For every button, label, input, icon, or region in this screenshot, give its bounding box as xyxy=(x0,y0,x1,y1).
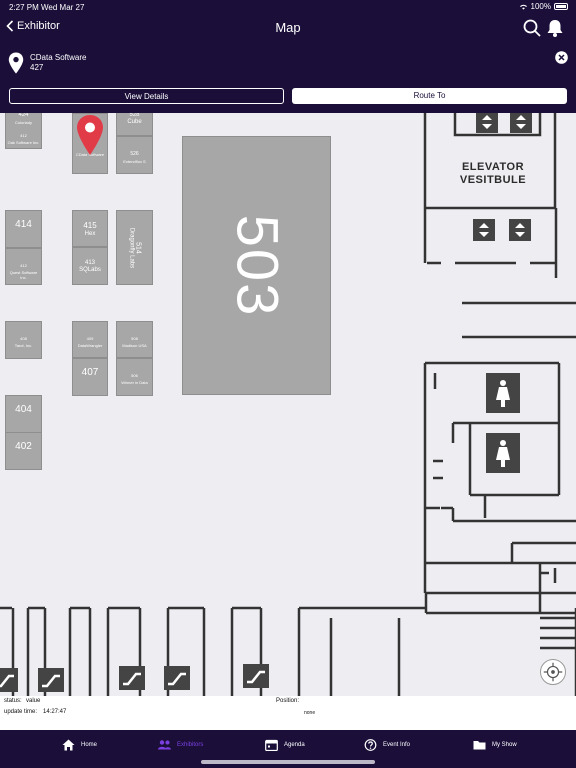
locate-me-icon[interactable] xyxy=(540,659,566,685)
escalator-icon xyxy=(243,664,269,688)
view-details-button[interactable]: View Details xyxy=(9,88,284,104)
chevron-left-icon xyxy=(6,20,14,32)
elevator-icon xyxy=(476,113,498,133)
tab-exhibitors[interactable]: Exhibitors xyxy=(158,739,203,751)
floor-map[interactable]: 424 Colorlady 412 Oak Software Inc. 427 … xyxy=(0,113,576,696)
folder-icon xyxy=(473,741,486,750)
booth[interactable]: 413 SQLabs xyxy=(72,247,108,285)
booth[interactable]: 415 Hex xyxy=(72,210,108,247)
status-label: status: xyxy=(4,698,22,704)
booth[interactable]: 412 Quest Software Inc. xyxy=(5,248,42,285)
tab-label: Home xyxy=(81,742,98,748)
booth[interactable]: 407 xyxy=(72,358,108,396)
elevator-icon xyxy=(473,219,495,241)
booth[interactable]: 409 DataWrangler xyxy=(72,321,108,358)
hall-503[interactable]: 503 xyxy=(182,136,331,395)
search-icon[interactable] xyxy=(522,18,542,38)
update-time-label: update time: xyxy=(4,709,38,715)
exhibitor-booth: 427 xyxy=(30,63,44,72)
floor-walls xyxy=(0,113,576,696)
battery-percent: 100% xyxy=(530,2,551,11)
calendar-icon xyxy=(265,739,278,751)
route-to-button[interactable]: Route To xyxy=(292,88,567,104)
status-value: value xyxy=(26,698,41,704)
tab-home[interactable]: Home xyxy=(62,739,97,751)
status-time: 2:27 PM xyxy=(9,3,39,12)
booth[interactable]: 514 Dragonfly Labs xyxy=(116,210,153,285)
update-time-value: 14:27:47 xyxy=(43,709,67,715)
back-button[interactable]: Exhibitor xyxy=(6,20,60,32)
booth[interactable]: 414 xyxy=(5,210,42,248)
elevator-icon xyxy=(509,219,531,241)
escalator-icon xyxy=(164,666,190,690)
exhibitor-info: CData Software 427 xyxy=(0,44,576,88)
page-title: Map xyxy=(275,20,301,35)
booth[interactable]: 404 xyxy=(5,395,42,433)
escalator-icon xyxy=(119,666,145,690)
tab-agenda[interactable]: Agenda xyxy=(265,739,305,751)
tab-event-info[interactable]: Event Info xyxy=(364,739,410,751)
position-value: none xyxy=(304,710,316,716)
tab-label: My Show xyxy=(492,742,517,748)
exhibitor-name: CData Software xyxy=(30,53,87,62)
escalator-icon xyxy=(38,668,64,692)
booth[interactable]: 408 Tarot, Inc. xyxy=(5,321,42,359)
booth[interactable]: 506 Winner in Data xyxy=(116,358,153,396)
wifi-icon xyxy=(519,4,527,10)
navigation-bar: Exhibitor Map xyxy=(0,14,576,44)
elevator-icon xyxy=(510,113,532,133)
elevator-vestibule-label: ELEVATOR VESITBULE xyxy=(459,161,527,186)
booth[interactable]: 528 Cube xyxy=(116,113,153,136)
map-pin-icon[interactable] xyxy=(75,114,105,156)
booth[interactable]: 424 Colorlady 412 Oak Software Inc. xyxy=(5,113,42,149)
status-date: Wed Mar 27 xyxy=(41,3,85,12)
restroom-women-icon xyxy=(486,373,520,413)
status-bar: 2:27 PM Wed Mar 27 100% xyxy=(0,0,576,14)
tab-label: Event Info xyxy=(383,742,411,748)
close-icon[interactable] xyxy=(555,51,568,64)
question-icon xyxy=(364,739,377,751)
back-button-label: Exhibitor xyxy=(17,20,60,32)
restroom-women-icon xyxy=(486,433,520,473)
people-icon xyxy=(158,740,171,750)
location-pin-icon xyxy=(8,52,24,74)
booth[interactable]: 402 xyxy=(5,432,42,470)
bell-icon[interactable] xyxy=(545,18,565,38)
home-icon xyxy=(62,739,75,751)
tab-my-show[interactable]: My Show xyxy=(473,739,517,751)
position-label: Position: xyxy=(276,698,300,704)
escalator-icon xyxy=(0,668,18,692)
booth[interactable]: 508 Madison USA xyxy=(116,321,153,358)
battery-icon xyxy=(554,3,568,10)
tab-label: Exhibitors xyxy=(177,742,204,748)
booth[interactable]: 526 Extendflux S xyxy=(116,136,153,174)
tab-label: Agenda xyxy=(284,742,305,748)
location-status-panel: status: value update time: 14:27:47 Posi… xyxy=(0,696,576,730)
home-indicator xyxy=(201,760,375,764)
